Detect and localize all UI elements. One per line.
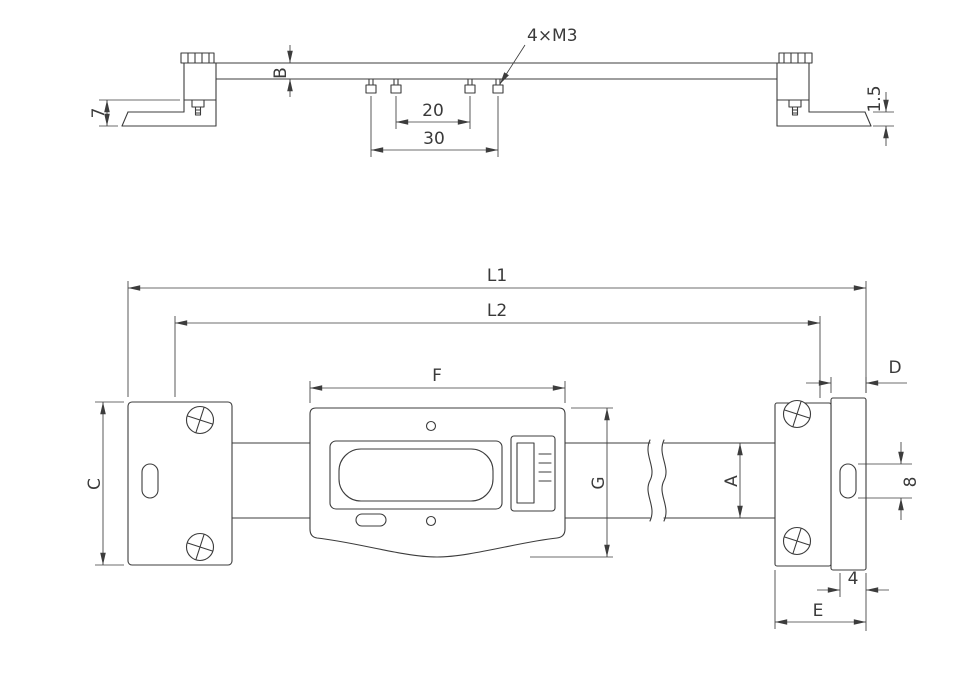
left-clamp-bracket (121, 52, 217, 127)
dim-20: 20 (395, 96, 471, 129)
right-end-plate (830, 397, 867, 571)
top-view: 4×M3 B 7 20 30 (89, 26, 894, 157)
phillips-screw (185, 405, 215, 435)
screw-hole-top (425, 420, 437, 432)
dim-label-4xm3: 4×M3 (527, 26, 578, 46)
dim-c: C (85, 401, 124, 566)
dim-7: 7 (89, 99, 180, 127)
display-bezel (329, 440, 503, 510)
left-end-block (127, 401, 233, 566)
break-symbol (647, 439, 667, 522)
dim-b: B (271, 45, 293, 97)
screw-hole-bottom (425, 515, 437, 527)
thumb-slider (510, 435, 556, 512)
right-end-bracket (774, 399, 832, 567)
phillips-screw (782, 399, 812, 429)
lcd-window (338, 448, 494, 502)
dim-a: A (722, 443, 743, 518)
dim-d: D (806, 358, 907, 393)
m3-studs (365, 78, 504, 94)
dim-label-b: B (271, 67, 291, 79)
dim-label-c: C (85, 478, 105, 490)
slot-hole-unit (355, 513, 387, 527)
phillips-screw (782, 526, 812, 556)
dim-30: 30 (370, 96, 499, 157)
dim-label-8: 8 (901, 477, 921, 488)
dim-label-a: A (722, 475, 742, 487)
front-view: L1 L2 F D C (85, 266, 921, 631)
dim-label-l2: L2 (487, 301, 507, 321)
dim-label-l1: L1 (487, 266, 507, 286)
dim-label-d: D (888, 358, 901, 378)
scale-bar (215, 62, 778, 80)
slot-hole-right (839, 463, 857, 499)
dim-e: E (774, 570, 866, 629)
dim-4: 4 (817, 569, 889, 631)
right-clamp-bracket (776, 52, 872, 127)
phillips-screw (185, 532, 215, 562)
display-unit (309, 407, 566, 558)
dim-label-30: 30 (423, 129, 445, 149)
bracket-screw (191, 99, 205, 116)
dim-l1: L1 (127, 266, 867, 397)
dim-label-f: F (432, 366, 442, 386)
dim-label-4: 4 (848, 569, 859, 589)
slot-hole-left (141, 463, 159, 499)
dim-8: 8 (858, 442, 921, 520)
dim-thread-callout: 4×M3 (499, 26, 578, 85)
dim-l2: L2 (174, 301, 821, 398)
dim-label-e: E (813, 601, 824, 621)
dim-f: F (309, 366, 566, 403)
dim-label-7: 7 (89, 108, 109, 119)
dim-1-5: 1.5 (865, 85, 894, 146)
dim-label-1-5: 1.5 (865, 85, 885, 112)
dim-label-g: G (589, 476, 609, 489)
dim-g: G (530, 407, 613, 558)
dim-label-20: 20 (422, 101, 444, 121)
